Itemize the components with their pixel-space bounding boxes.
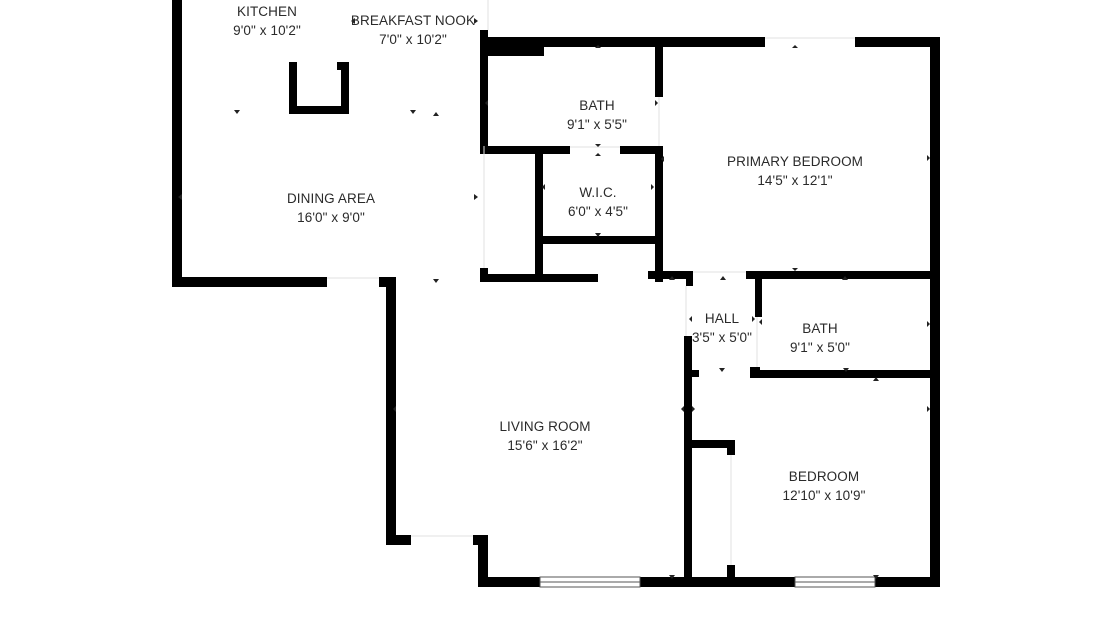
- wall-south-1: [478, 577, 540, 587]
- room-breakfast-nook: BREAKFAST NOOK 7'0" x 10'2": [351, 11, 475, 49]
- room-name: BREAKFAST NOOK: [350, 13, 476, 28]
- room-dimensions: 6'0" x 4'5": [567, 204, 629, 219]
- room-dimensions: 9'1" x 5'0": [789, 340, 851, 355]
- dimension-markers: [178, 18, 930, 579]
- walls: [172, 0, 940, 587]
- wall-north-1: [480, 37, 765, 47]
- windows: [539, 576, 876, 588]
- wall-bath1-south-a: [480, 146, 570, 154]
- room-bath-1: BATH 9'1" x 5'5": [567, 96, 627, 134]
- wall-nook-east: [480, 30, 488, 146]
- room-bath-2: BATH 9'1" x 5'0": [790, 319, 850, 357]
- wall-wic-south: [535, 236, 660, 244]
- room-name: KITCHEN: [237, 4, 297, 19]
- room-wic: W.I.C. 6'0" x 4'5": [568, 183, 628, 221]
- room-name: DINING AREA: [286, 191, 376, 206]
- room-kitchen: KITCHEN 9'0" x 10'2": [233, 2, 301, 40]
- room-name: BATH: [802, 321, 838, 336]
- wall-bath1-east-a: [655, 47, 663, 97]
- wall-living-step: [478, 535, 488, 587]
- wall-bath1-south-b: [620, 146, 660, 154]
- wall-closet-door-bottom: [727, 565, 735, 585]
- room-name: BEDROOM: [788, 469, 860, 484]
- wall-south-3: [875, 577, 940, 587]
- room-dimensions: 14'5" x 12'1": [757, 173, 833, 188]
- wall-south-2: [640, 577, 795, 587]
- wall-north-chase: [480, 37, 544, 56]
- openings: [327, 0, 855, 565]
- room-dimensions: 12'10" x 10'9": [782, 488, 866, 503]
- wall-north-2: [855, 37, 940, 47]
- room-dimensions: 3'5" x 5'0": [691, 330, 753, 345]
- wall-east: [930, 37, 940, 587]
- wall-hall-nw-stub: [686, 271, 693, 286]
- room-dimensions: 15'6" x 16'2": [507, 438, 583, 453]
- wall-living-west: [386, 277, 396, 545]
- wall-primary-south-b: [746, 271, 940, 279]
- room-dimensions: 9'0" x 10'2": [233, 23, 301, 38]
- room-bedroom: BEDROOM 12'10" x 10'9": [783, 467, 866, 505]
- room-living-room: LIVING ROOM 15'6" x 16'2": [499, 417, 590, 455]
- wall-wic-west: [535, 146, 543, 282]
- wall-hall-sw-stub: [684, 370, 699, 377]
- room-hall: HALL 3'5" x 5'0": [692, 309, 752, 347]
- room-dimensions: 7'0" x 10'2": [379, 32, 447, 47]
- wall-closet-north: [684, 440, 734, 448]
- room-name: PRIMARY BEDROOM: [726, 154, 864, 169]
- room-dining-area: DINING AREA 16'0" x 9'0": [287, 189, 375, 227]
- wall-living-sw-stub: [386, 535, 411, 545]
- wall-living-east: [684, 336, 692, 587]
- room-primary-bedroom: PRIMARY BEDROOM 14'5" x 12'1": [727, 152, 863, 190]
- wall-closet-door-top: [727, 440, 735, 455]
- wall-closet-south: [480, 274, 598, 282]
- wall-primary-south-a: [648, 271, 693, 279]
- room-name: BATH: [579, 98, 615, 113]
- room-name: HALL: [704, 311, 740, 326]
- room-name: LIVING ROOM: [499, 419, 591, 434]
- room-dimensions: 16'0" x 9'0": [297, 210, 365, 225]
- wall-hall-east-a: [755, 271, 762, 317]
- wall-dining-west: [172, 0, 182, 287]
- wall-bath1-east-b: [655, 146, 663, 282]
- wall-dining-south: [172, 277, 327, 287]
- room-name: W.I.C.: [579, 185, 617, 200]
- kitchen-island: [289, 62, 349, 114]
- wall-bath2-south: [750, 370, 940, 378]
- room-dimensions: 9'1" x 5'5": [566, 117, 628, 132]
